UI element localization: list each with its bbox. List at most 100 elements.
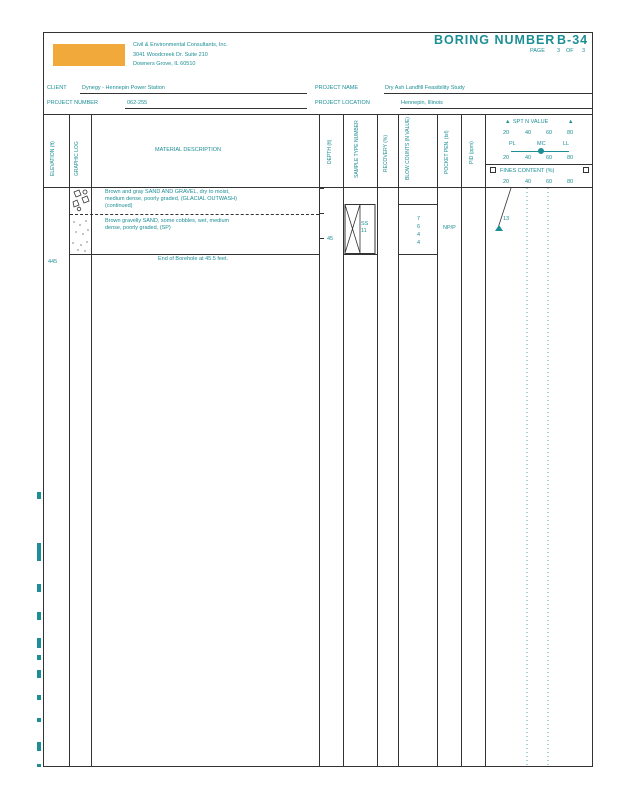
elevation-header: ELEVATION (ft) — [50, 141, 56, 176]
fines-tick: 80 — [567, 179, 574, 185]
col-divider — [69, 114, 70, 767]
spt-triangle-icon: ▲ — [505, 119, 511, 125]
fines-tick: 60 — [546, 179, 553, 185]
mc-label: MC — [537, 141, 546, 147]
blow-count: 6 — [417, 224, 421, 230]
spt-tick: 80 — [567, 130, 574, 136]
graphic-log-header: GRAPHIC LOG — [74, 141, 80, 176]
recovery-header: RECOVERY (%) — [383, 134, 389, 172]
margin-mark — [37, 492, 41, 499]
pl-tick: 40 — [525, 155, 532, 161]
margin-mark — [37, 764, 41, 767]
spt-plot — [495, 188, 549, 767]
blow-count: 4 — [417, 240, 421, 246]
spt-triangle-icon: ▲ — [568, 119, 574, 125]
page-label: PAGE — [530, 48, 545, 54]
chart-header-divider — [485, 164, 593, 165]
column-header-bottom — [43, 187, 593, 188]
margin-mark — [37, 695, 41, 700]
project-location-value: Hennepin, Illinois — [401, 100, 443, 106]
blow-count: 4 — [417, 232, 421, 238]
margin-mark — [37, 742, 41, 751]
stratum-boundary — [70, 214, 319, 215]
sample-number: 11 — [361, 228, 367, 234]
client-label: CLIENT — [47, 85, 67, 91]
split-spoon-sample — [344, 204, 376, 254]
pl-tick: 60 — [546, 155, 553, 161]
project-location-underline — [400, 108, 592, 109]
material-1-line-1: Brown and gray SAND AND GRAVEL, dry to m… — [105, 189, 230, 195]
depth-header: DEPTH (ft) — [327, 139, 333, 164]
company-name: Civil & Environmental Consultants, Inc. — [133, 42, 228, 48]
depth-tick — [319, 238, 324, 239]
project-name-label: PROJECT NAME — [315, 85, 358, 91]
margin-mark — [37, 670, 41, 678]
of-label: OF — [566, 48, 574, 54]
pocket-pen-header: POCKET PEN. (tsf) — [444, 130, 450, 174]
ll-label: LL — [563, 141, 570, 147]
sample-type-header: SAMPLE TYPE NUMBER — [354, 120, 360, 178]
project-name-value: Dry Ash Landfill Feasibility Study — [385, 85, 465, 91]
page-total: 3 — [582, 48, 586, 54]
mc-circle-icon — [538, 148, 544, 154]
depth-45: 45 — [327, 236, 334, 242]
material-1-line-2: medium dense, poorly graded, (GLACIAL OU… — [105, 196, 237, 202]
margin-mark — [37, 718, 41, 722]
project-number-value: 062-255 — [127, 100, 148, 106]
company-logo — [53, 44, 125, 66]
blow-bottom-line — [398, 254, 437, 255]
company-address-1: 3041 Woodcreek Dr. Suite 210 — [133, 52, 208, 58]
col-divider — [91, 114, 92, 767]
material-2-line-1: Brown gravelly SAND, some cobbles, wet, … — [105, 218, 230, 224]
spt-tick: 20 — [503, 130, 510, 136]
end-of-borehole: End of Borehole at 45.5 feet. — [158, 256, 229, 262]
elevation-end: 445 — [48, 259, 58, 265]
col-divider — [437, 114, 438, 767]
project-name-underline — [384, 93, 592, 94]
depth-tick — [319, 188, 324, 189]
fines-square-icon — [490, 167, 496, 173]
material-1-line-3: (continued) — [105, 203, 133, 209]
col-divider — [398, 114, 399, 767]
material-header: MATERIAL DESCRIPTION — [155, 147, 222, 153]
fines-square-icon — [583, 167, 589, 173]
spt-tick: 60 — [546, 130, 553, 136]
pl-tick: 80 — [567, 155, 574, 161]
spt-label: SPT N VALUE — [513, 119, 549, 125]
project-location-label: PROJECT LOCATION — [315, 100, 370, 106]
col-divider — [343, 114, 344, 767]
col-divider — [461, 114, 462, 767]
blow-counts-header: BLOW COUNTS (N VALUE) — [405, 117, 411, 180]
fines-label: FINES CONTENT (%) — [500, 168, 555, 174]
margin-mark — [37, 612, 41, 620]
material-2-line-2: dense, poorly graded, (SP) — [105, 225, 171, 231]
col-divider — [485, 114, 486, 767]
col-divider — [319, 114, 320, 767]
page-number: 3 — [557, 48, 561, 54]
margin-mark — [37, 543, 41, 561]
depth-tick — [319, 213, 324, 214]
blow-top-line — [398, 204, 437, 205]
pl-tick: 20 — [503, 155, 510, 161]
bottom-of-boring-line — [69, 254, 319, 255]
sample-bottom-line — [343, 254, 377, 255]
pl-label: PL — [509, 141, 516, 147]
blow-count: 7 — [417, 216, 421, 222]
boring-number-label: BORING NUMBER — [434, 33, 556, 47]
pid-header: PID (ppm) — [469, 141, 475, 164]
pocket-pen-value: NP/P — [443, 225, 456, 231]
project-number-underline — [125, 108, 307, 109]
margin-mark — [37, 584, 41, 592]
sample-type: SS — [361, 221, 369, 227]
client-underline — [80, 93, 307, 94]
column-header-top — [43, 114, 593, 115]
boring-number: B-34 — [557, 33, 589, 47]
project-number-label: PROJECT NUMBER — [47, 100, 98, 106]
log-frame — [43, 32, 593, 767]
fines-tick: 40 — [525, 179, 532, 185]
margin-mark — [37, 638, 41, 648]
col-divider — [377, 114, 378, 767]
spt-tick: 40 — [525, 130, 532, 136]
graphic-log-pattern — [72, 189, 90, 252]
margin-mark — [37, 655, 41, 660]
